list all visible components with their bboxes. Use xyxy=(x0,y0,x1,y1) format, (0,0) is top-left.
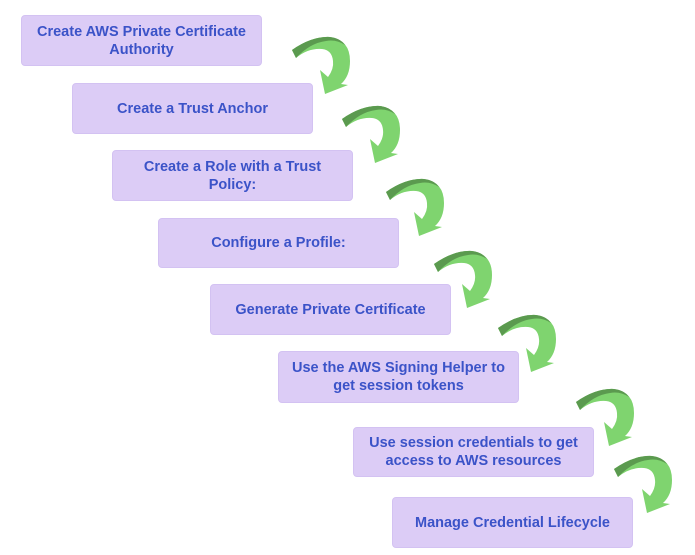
curved-down-arrow-icon xyxy=(576,388,634,446)
step-label: Use the AWS Signing Helper to get sessio… xyxy=(292,360,505,394)
step-create-role: Create a Role with a Trust Policy: xyxy=(112,150,353,201)
step-configure-profile: Configure a Profile: xyxy=(158,218,399,268)
curved-down-arrow-icon xyxy=(342,105,400,163)
step-label: Create a Trust Anchor xyxy=(117,100,268,117)
step-credential-lifecycle: Manage Credential Lifecycle xyxy=(392,497,633,548)
step-label: Use session credentials to get access to… xyxy=(369,435,578,469)
curved-down-arrow-icon xyxy=(386,178,444,236)
curved-down-arrow-icon xyxy=(434,250,492,308)
step-label: Create a Role with a Trust Policy: xyxy=(143,158,322,193)
step-label: Configure a Profile: xyxy=(211,235,346,251)
step-generate-certificate: Generate Private Certificate xyxy=(210,284,451,335)
step-label: Generate Private Certificate xyxy=(235,301,426,318)
step-session-credentials: Use session credentials to get access to… xyxy=(353,427,594,477)
step-create-trust-anchor: Create a Trust Anchor xyxy=(72,83,313,134)
step-label: Manage Credential Lifecycle xyxy=(414,514,610,531)
step-signing-helper: Use the AWS Signing Helper to get sessio… xyxy=(278,351,519,403)
step-label: Create AWS Private Certificate Authority xyxy=(37,23,246,58)
step-create-private-ca: Create AWS Private Certificate Authority xyxy=(21,15,262,66)
curved-down-arrow-icon xyxy=(498,314,556,372)
curved-down-arrow-icon xyxy=(292,36,350,94)
curved-down-arrow-icon xyxy=(614,455,672,513)
